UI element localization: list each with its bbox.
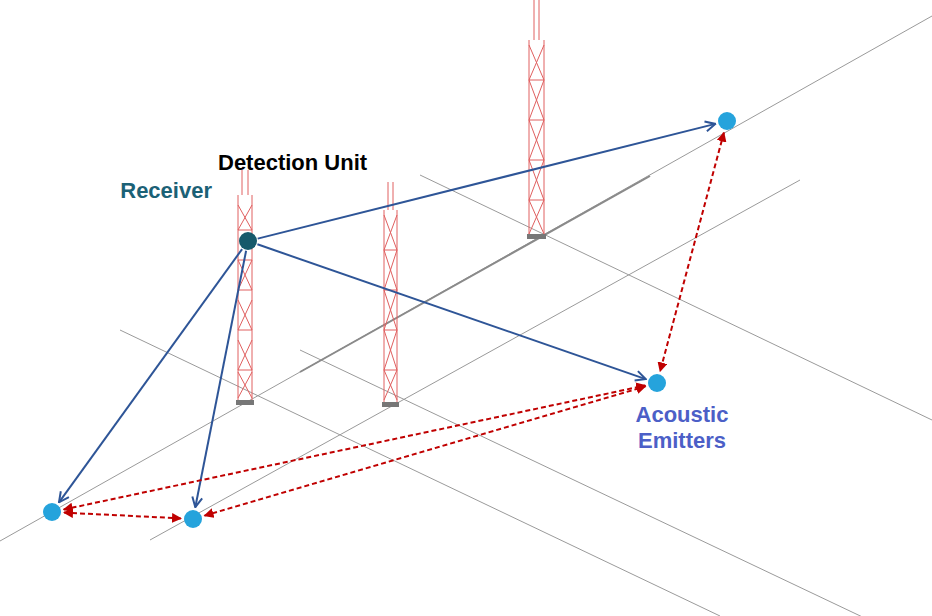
- ranging-arrow: [59, 249, 242, 502]
- detection-unit-towers: [238, 0, 544, 405]
- ranging-arrow: [195, 251, 246, 507]
- ranging-arrow: [258, 124, 716, 239]
- emitter-link: [660, 133, 724, 372]
- cable: [300, 176, 650, 372]
- emitter-dot: [718, 112, 736, 130]
- emitter-link: [64, 386, 646, 510]
- tower-bases: [236, 234, 546, 407]
- emitter-link: [205, 386, 646, 515]
- emitter-dot: [184, 510, 202, 528]
- emitter-link: [64, 513, 181, 519]
- unit-label: Detection Unit: [218, 150, 367, 176]
- emitter-dot: Acoustic Emitters: [648, 374, 666, 392]
- seabed-grid: [0, 16, 932, 616]
- receiver-dot: Receiver: [239, 232, 257, 250]
- ranging-arrow: [257, 244, 645, 379]
- emitter-label: Acoustic Emitters: [624, 402, 740, 454]
- receiver-label: Receiver: [120, 178, 212, 204]
- emitter-dot: [43, 503, 61, 521]
